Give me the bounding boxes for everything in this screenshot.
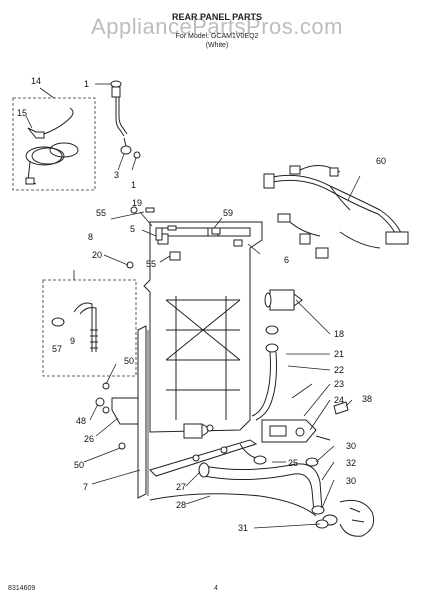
color-subtitle: (White) [206,42,229,49]
callout-label: 22 [334,365,344,375]
callout-label: 6 [284,255,289,265]
callout-label: 9 [70,336,75,346]
callout-label: 55 [146,259,156,269]
leader-lines [83,211,353,529]
callout-label: 18 [334,329,344,339]
rear-panel [143,221,263,439]
callout-label: 48 [76,416,86,426]
water-valve [264,289,331,335]
callout-label: 25 [288,458,298,468]
callout-label: 38 [362,394,372,404]
callout-label: 55 [96,208,106,218]
callout-label: 23 [334,379,344,389]
callout-label: 3 [114,170,119,180]
callout-label: 26 [84,434,94,444]
pump-assembly [239,383,331,465]
callout-label: 57 [52,344,62,354]
watermark: AppliancePartsPros.com [91,14,343,39]
callout-label: 31 [238,523,248,533]
callout-label: 28 [176,500,186,510]
footer-part-number: 8314609 [8,585,35,592]
side-strip [137,325,149,499]
callout-label: 15 [17,108,27,118]
callouts: 1 3 1 14 15 19 55 5 59 60 8 20 6 55 9 57… [17,76,386,533]
callout-label: 19 [132,198,142,208]
inlet-hose-assembly [95,80,141,171]
callout-label: 27 [176,482,186,492]
callout-label: 60 [376,156,386,166]
callout-label: 30 [346,476,356,486]
diagram-title: REAR PANEL PARTS [172,12,262,22]
callout-label: 24 [334,395,344,405]
callout-label: 1 [131,180,136,190]
screws-and-clips [95,206,349,450]
footer-page-number: 4 [214,585,218,592]
callout-label: 50 [124,356,134,366]
callout-label: 1 [84,79,89,89]
fill-hose [251,343,331,421]
model-subtitle: For Model: GCAM1V0EQ2 [176,33,259,40]
drain-hose-box [42,270,137,377]
callout-label: 20 [92,250,102,260]
callout-label: 14 [31,76,41,86]
callout-label: 59 [223,208,233,218]
callout-label: 30 [346,441,356,451]
callout-label: 32 [346,458,356,468]
drain-hose-lower [149,457,375,537]
callout-label: 8 [88,232,93,242]
bottom-rail [149,439,258,477]
callout-label: 7 [83,482,88,492]
callout-label: 5 [130,224,135,234]
power-cord-box [12,87,96,191]
callout-label: 50 [74,460,84,470]
callout-label: 21 [334,349,344,359]
wire-harness [263,165,409,259]
